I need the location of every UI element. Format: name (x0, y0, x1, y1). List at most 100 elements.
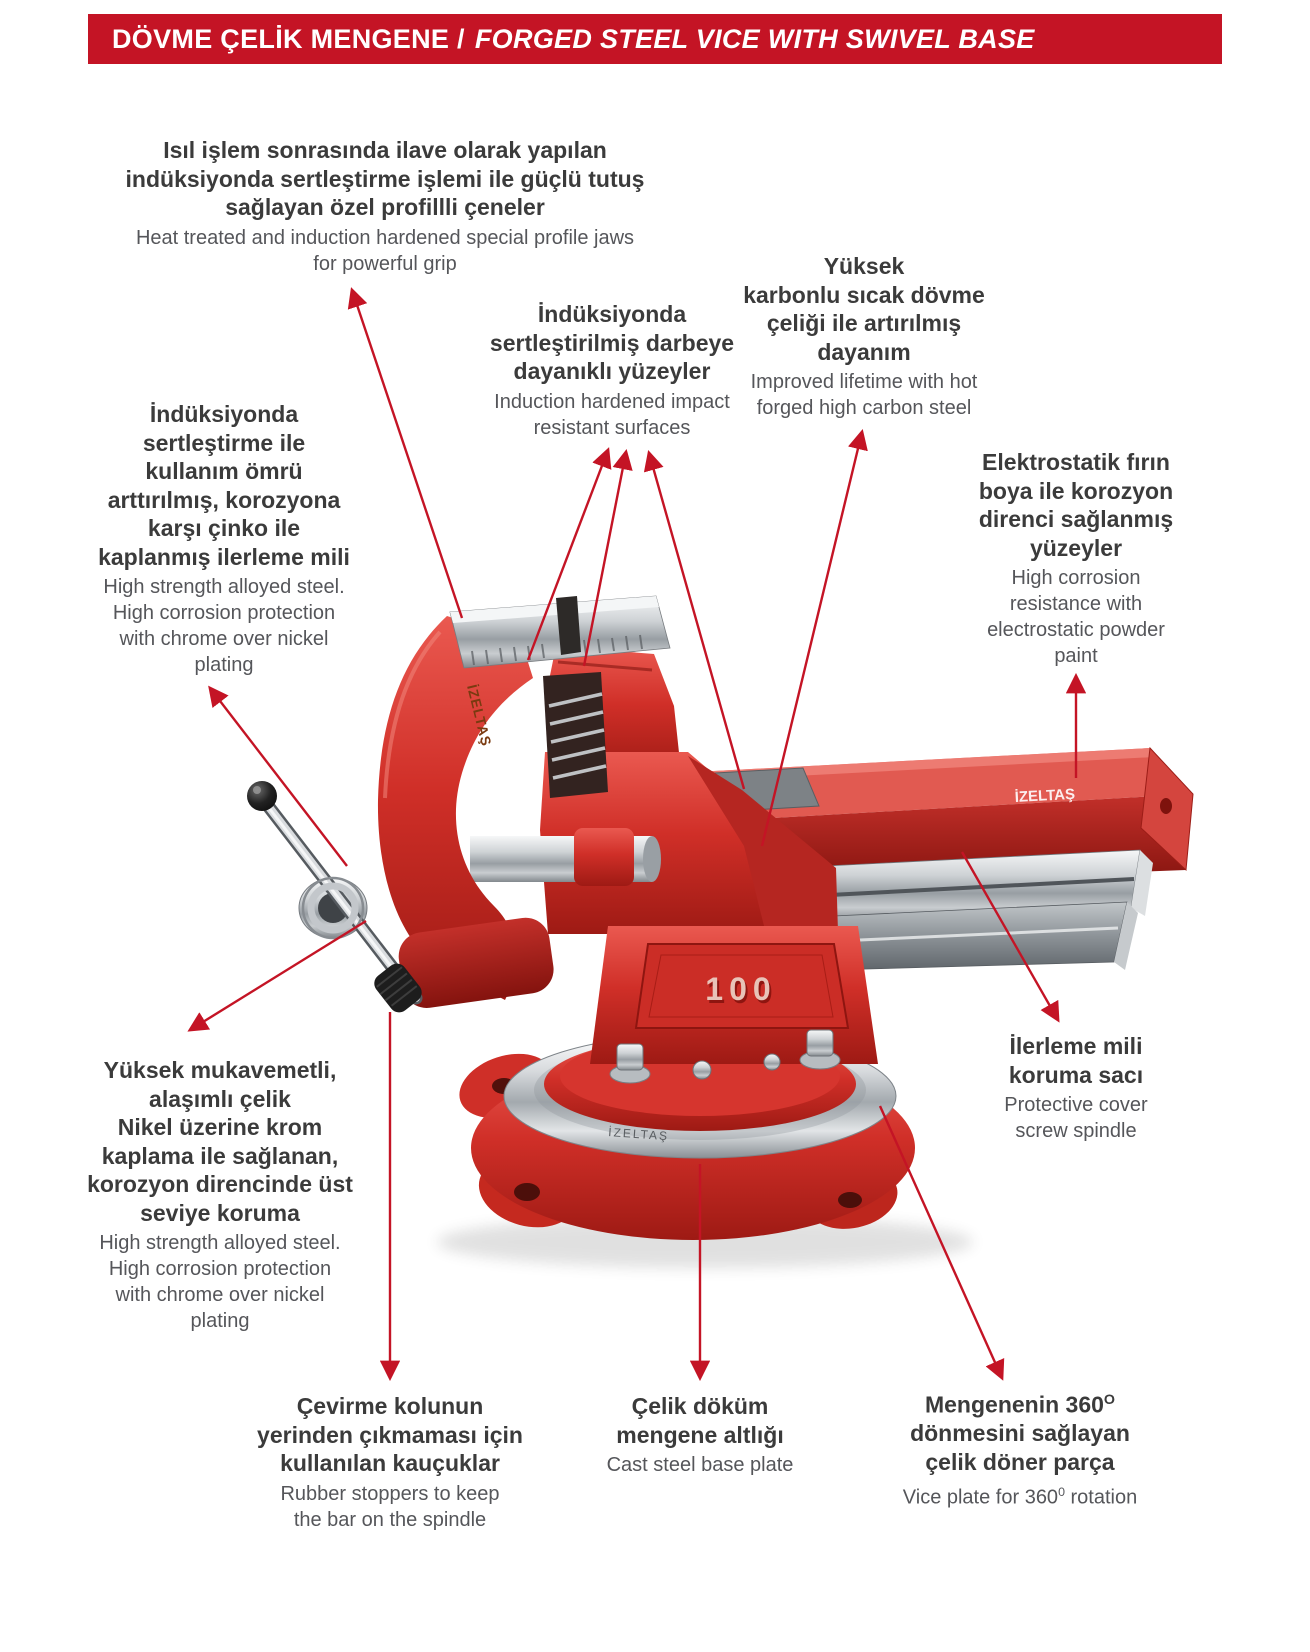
text-line: the bar on the spindle (293, 1508, 487, 1531)
text-line: indüksiyonda sertleştirme işlemi ile güç… (125, 165, 645, 192)
text-line: dönmesini sağlayan (910, 1420, 1130, 1447)
text-line: with chrome over nickel (119, 628, 329, 650)
text-line: Nikel üzerine krom (117, 1114, 323, 1140)
ring-brand-text: İZELTAŞ (608, 1125, 670, 1143)
text-line: plating (190, 1310, 250, 1332)
text-line: High strength alloyed steel. (99, 1232, 341, 1254)
text-line: High corrosion protection (112, 602, 336, 624)
vice-swivel-base: İZELTAŞ (459, 1033, 915, 1240)
callout-rotation-en: Vice plate for 3600 rotation (903, 1479, 1137, 1511)
text-line: arttırılmış, korozyona (107, 486, 341, 513)
arrow-surfaces-3 (643, 450, 746, 790)
arrow-hot-forged (760, 429, 868, 847)
text-line: Cast steel base plate (606, 1454, 794, 1476)
callout-surfaces: İndüksiyonda sertleştirilmiş darbeye day… (490, 300, 734, 441)
callout-rubber-stoppers-en: Rubber stoppers to keep the bar on the s… (257, 1481, 523, 1533)
text-line: Vice plate for 3600 rotation (902, 1485, 1138, 1509)
arrow-spindle (208, 685, 348, 867)
text-line: Çelik döküm (631, 1393, 769, 1419)
vice-guide-rails (819, 849, 1153, 971)
text-line: yüzeyler (1029, 534, 1123, 561)
body-size-text-shadow: 100 (707, 974, 778, 1010)
arrow-surfaces-2 (582, 448, 633, 667)
callout-rubber-stoppers: Çevirme kolunun yerinden çıkmaması için … (257, 1392, 523, 1533)
text-line: Protective cover (1004, 1094, 1148, 1116)
text-line: with chrome over nickel (115, 1284, 325, 1306)
handle-rubber-stopper (374, 963, 422, 1013)
text-line: Isıl işlem sonrasında ilave olarak yapıl… (163, 137, 607, 163)
text-line: resistance with (1009, 593, 1143, 615)
text-line: kaplanmış ilerleme mili (98, 543, 350, 570)
arrow-surfaces-1 (526, 447, 612, 661)
callout-powder-paint-en: High corrosion resistance with electrost… (979, 565, 1173, 669)
text-line: sertleştirme ile (142, 429, 306, 456)
handle-ball-top (247, 781, 277, 811)
arrow-jaws (347, 287, 464, 619)
text-line: çelik döner parça (925, 1448, 1115, 1475)
callout-handle-bar-en: High strength alloyed steel. High corros… (87, 1230, 353, 1334)
text-line: plating (194, 654, 254, 676)
vice-front-slide: İZELTAŞ (377, 616, 554, 1008)
body-size-text: 100 (705, 971, 776, 1007)
vice-jaws (449, 595, 671, 669)
text-line: for powerful grip (313, 252, 457, 275)
callout-base-plate: Çelik döküm mengene altlığı Cast steel b… (607, 1392, 794, 1478)
text-line: sağlayan özel profillli çeneler (225, 194, 545, 220)
vice-pedestal: 100 100 (590, 926, 878, 1064)
text-line: paint (1054, 645, 1098, 667)
text-line: karbonlu sıcak dövme (743, 281, 985, 308)
text-line: mengene altlığı (616, 1421, 784, 1448)
callout-handle-bar: Yüksek mukavemetli, alaşımlı çelik Nikel… (87, 1056, 353, 1334)
callout-hot-forged: Yüksek karbonlu sıcak dövme çeliği ile a… (743, 252, 985, 421)
callout-jaws: Isıl işlem sonrasında ilave olarak yapıl… (126, 136, 645, 277)
swivel-lock-bolts (609, 1029, 841, 1084)
text-line: High corrosion protection (108, 1258, 332, 1280)
text-line: İndüksiyonda (537, 301, 687, 327)
text-line: Improved lifetime with hot (750, 371, 978, 393)
text-line: İndüksiyonda (149, 401, 299, 427)
arrow-cover-plate (960, 851, 1060, 1023)
vice-spindle (470, 828, 661, 886)
callout-rotation: Mengenenin 360O dönmesini sağlayan çelik… (903, 1386, 1137, 1511)
text-line: İlerleme mili (1009, 1033, 1143, 1059)
text-line: kullanılan kauçuklar (280, 1450, 500, 1476)
text-line: dayanım (817, 338, 911, 365)
text-line: High corrosion (1011, 567, 1141, 589)
text-line: Mengenenin 360O (924, 1391, 1116, 1418)
text-line: karşı çinko ile (147, 515, 301, 541)
superscript: 0 (1058, 1485, 1065, 1500)
superscript: O (1103, 1392, 1116, 1408)
text-line: forged high carbon steel (756, 397, 972, 419)
text-line: direnci sağlanmış (978, 506, 1174, 532)
callout-spindle: İndüksiyonda sertleştirme ile kullanım ö… (98, 400, 350, 678)
callout-surfaces-en: Induction hardened impact resistant surf… (490, 389, 734, 441)
text-line: Induction hardened impact (494, 390, 730, 413)
callout-cover-plate-en: Protective cover screw spindle (1004, 1092, 1147, 1144)
vice-shadow (437, 1216, 973, 1268)
arrow-rotation (878, 1105, 1005, 1381)
text-line: Heat treated and induction hardened spec… (135, 226, 635, 249)
callout-hot-forged-en: Improved lifetime with hot forged high c… (743, 369, 985, 421)
text-line: resistant surfaces (533, 416, 691, 439)
text-line: Rubber stoppers to keep (280, 1482, 500, 1505)
arrow-handle-bar (187, 919, 367, 1032)
text-line: kullanım ömrü (145, 458, 303, 484)
text-line: koruma sacı (1008, 1061, 1144, 1088)
header-bar: DÖVME ÇELİK MENGENE / FORGED STEEL VICE … (88, 14, 1222, 64)
text-line: Yüksek mukavemetli, (103, 1057, 337, 1083)
annotation-arrows (187, 287, 1087, 1382)
text-line: çeliği ile artırılmış (766, 310, 962, 336)
page-title-en: FORGED STEEL VICE WITH SWIVEL BASE (474, 23, 1035, 54)
text-line: Çevirme kolunun (296, 1393, 484, 1419)
text-line: sertleştirilmiş darbeye (489, 329, 735, 356)
vice-lead-screw (543, 672, 608, 798)
text-line: yerinden çıkmaması için (257, 1421, 523, 1448)
text-line: High strength alloyed steel. (103, 576, 345, 598)
text-line: alaşımlı çelik (149, 1085, 291, 1112)
text-line: dayanıklı yüzeyler (513, 358, 711, 384)
callout-spindle-en: High strength alloyed steel. High corros… (98, 574, 350, 678)
text-line: screw spindle (1015, 1120, 1137, 1142)
callout-powder-paint: Elektrostatik fırın boya ile korozyon di… (979, 448, 1173, 669)
